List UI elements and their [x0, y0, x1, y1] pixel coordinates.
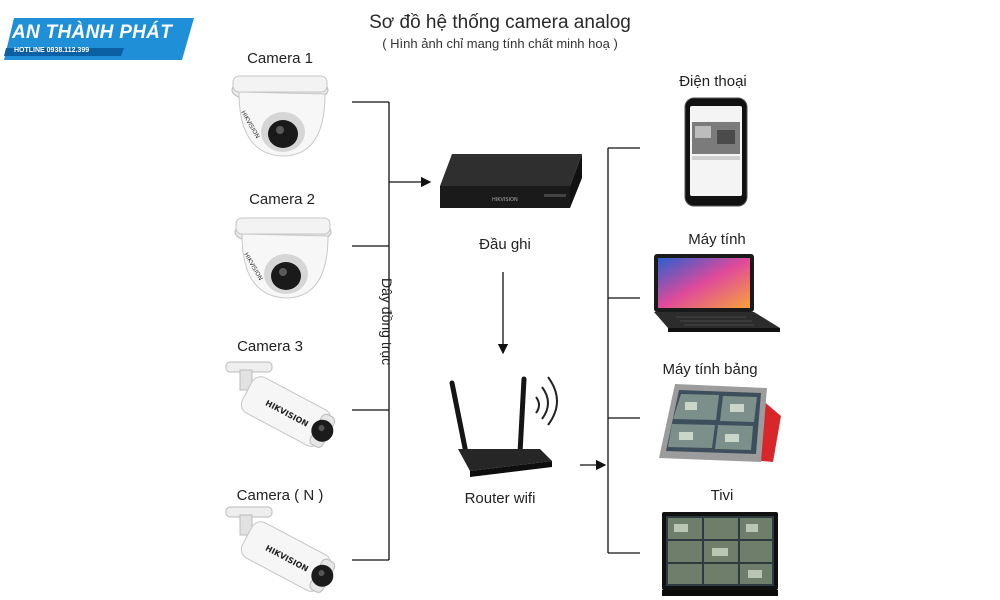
- cable-label: Dây đồng trục: [379, 278, 395, 366]
- phone-label: Điện thoại: [679, 73, 747, 90]
- smartphone-icon: [684, 97, 748, 207]
- router-label: Router wifi: [464, 490, 536, 507]
- camera-n-label: Camera ( N ): [236, 487, 324, 504]
- wifi-router-icon: [449, 376, 558, 477]
- tv-label: Tivi: [710, 487, 734, 504]
- bullet-camera-3-icon: HIKVISION: [225, 361, 336, 448]
- svg-text:HIKVISION: HIKVISION: [492, 197, 518, 203]
- diagram-title: Sơ đồ hệ thống camera analog: [369, 12, 631, 33]
- television-icon: [662, 512, 778, 596]
- laptop-icon: [654, 254, 780, 332]
- tablet-icon: [659, 384, 781, 462]
- tablet-label: Máy tính bảng: [662, 361, 758, 378]
- camera-1-label: Camera 1: [247, 50, 313, 67]
- dome-camera-1-icon: HIKVISION: [231, 75, 329, 157]
- bullet-camera-n-icon: HIKVISION: [225, 506, 336, 593]
- camera-3-label: Camera 3: [237, 338, 303, 355]
- camera-2-label: Camera 2: [249, 191, 315, 208]
- brand-name: AN THÀNH PHÁT: [12, 22, 173, 43]
- dvr-recorder-icon: HIKVISION: [440, 154, 582, 208]
- diagram-subtitle: ( Hình ảnh chỉ mang tính chất minh hoạ ): [382, 36, 618, 51]
- brand-hotline: HOTLINE 0938.112.399: [14, 47, 90, 54]
- dome-camera-2-icon: HIKVISION: [234, 217, 332, 299]
- brand-logo: [4, 18, 194, 60]
- laptop-label: Máy tính: [688, 231, 746, 248]
- recorder-label: Đầu ghi: [479, 236, 531, 253]
